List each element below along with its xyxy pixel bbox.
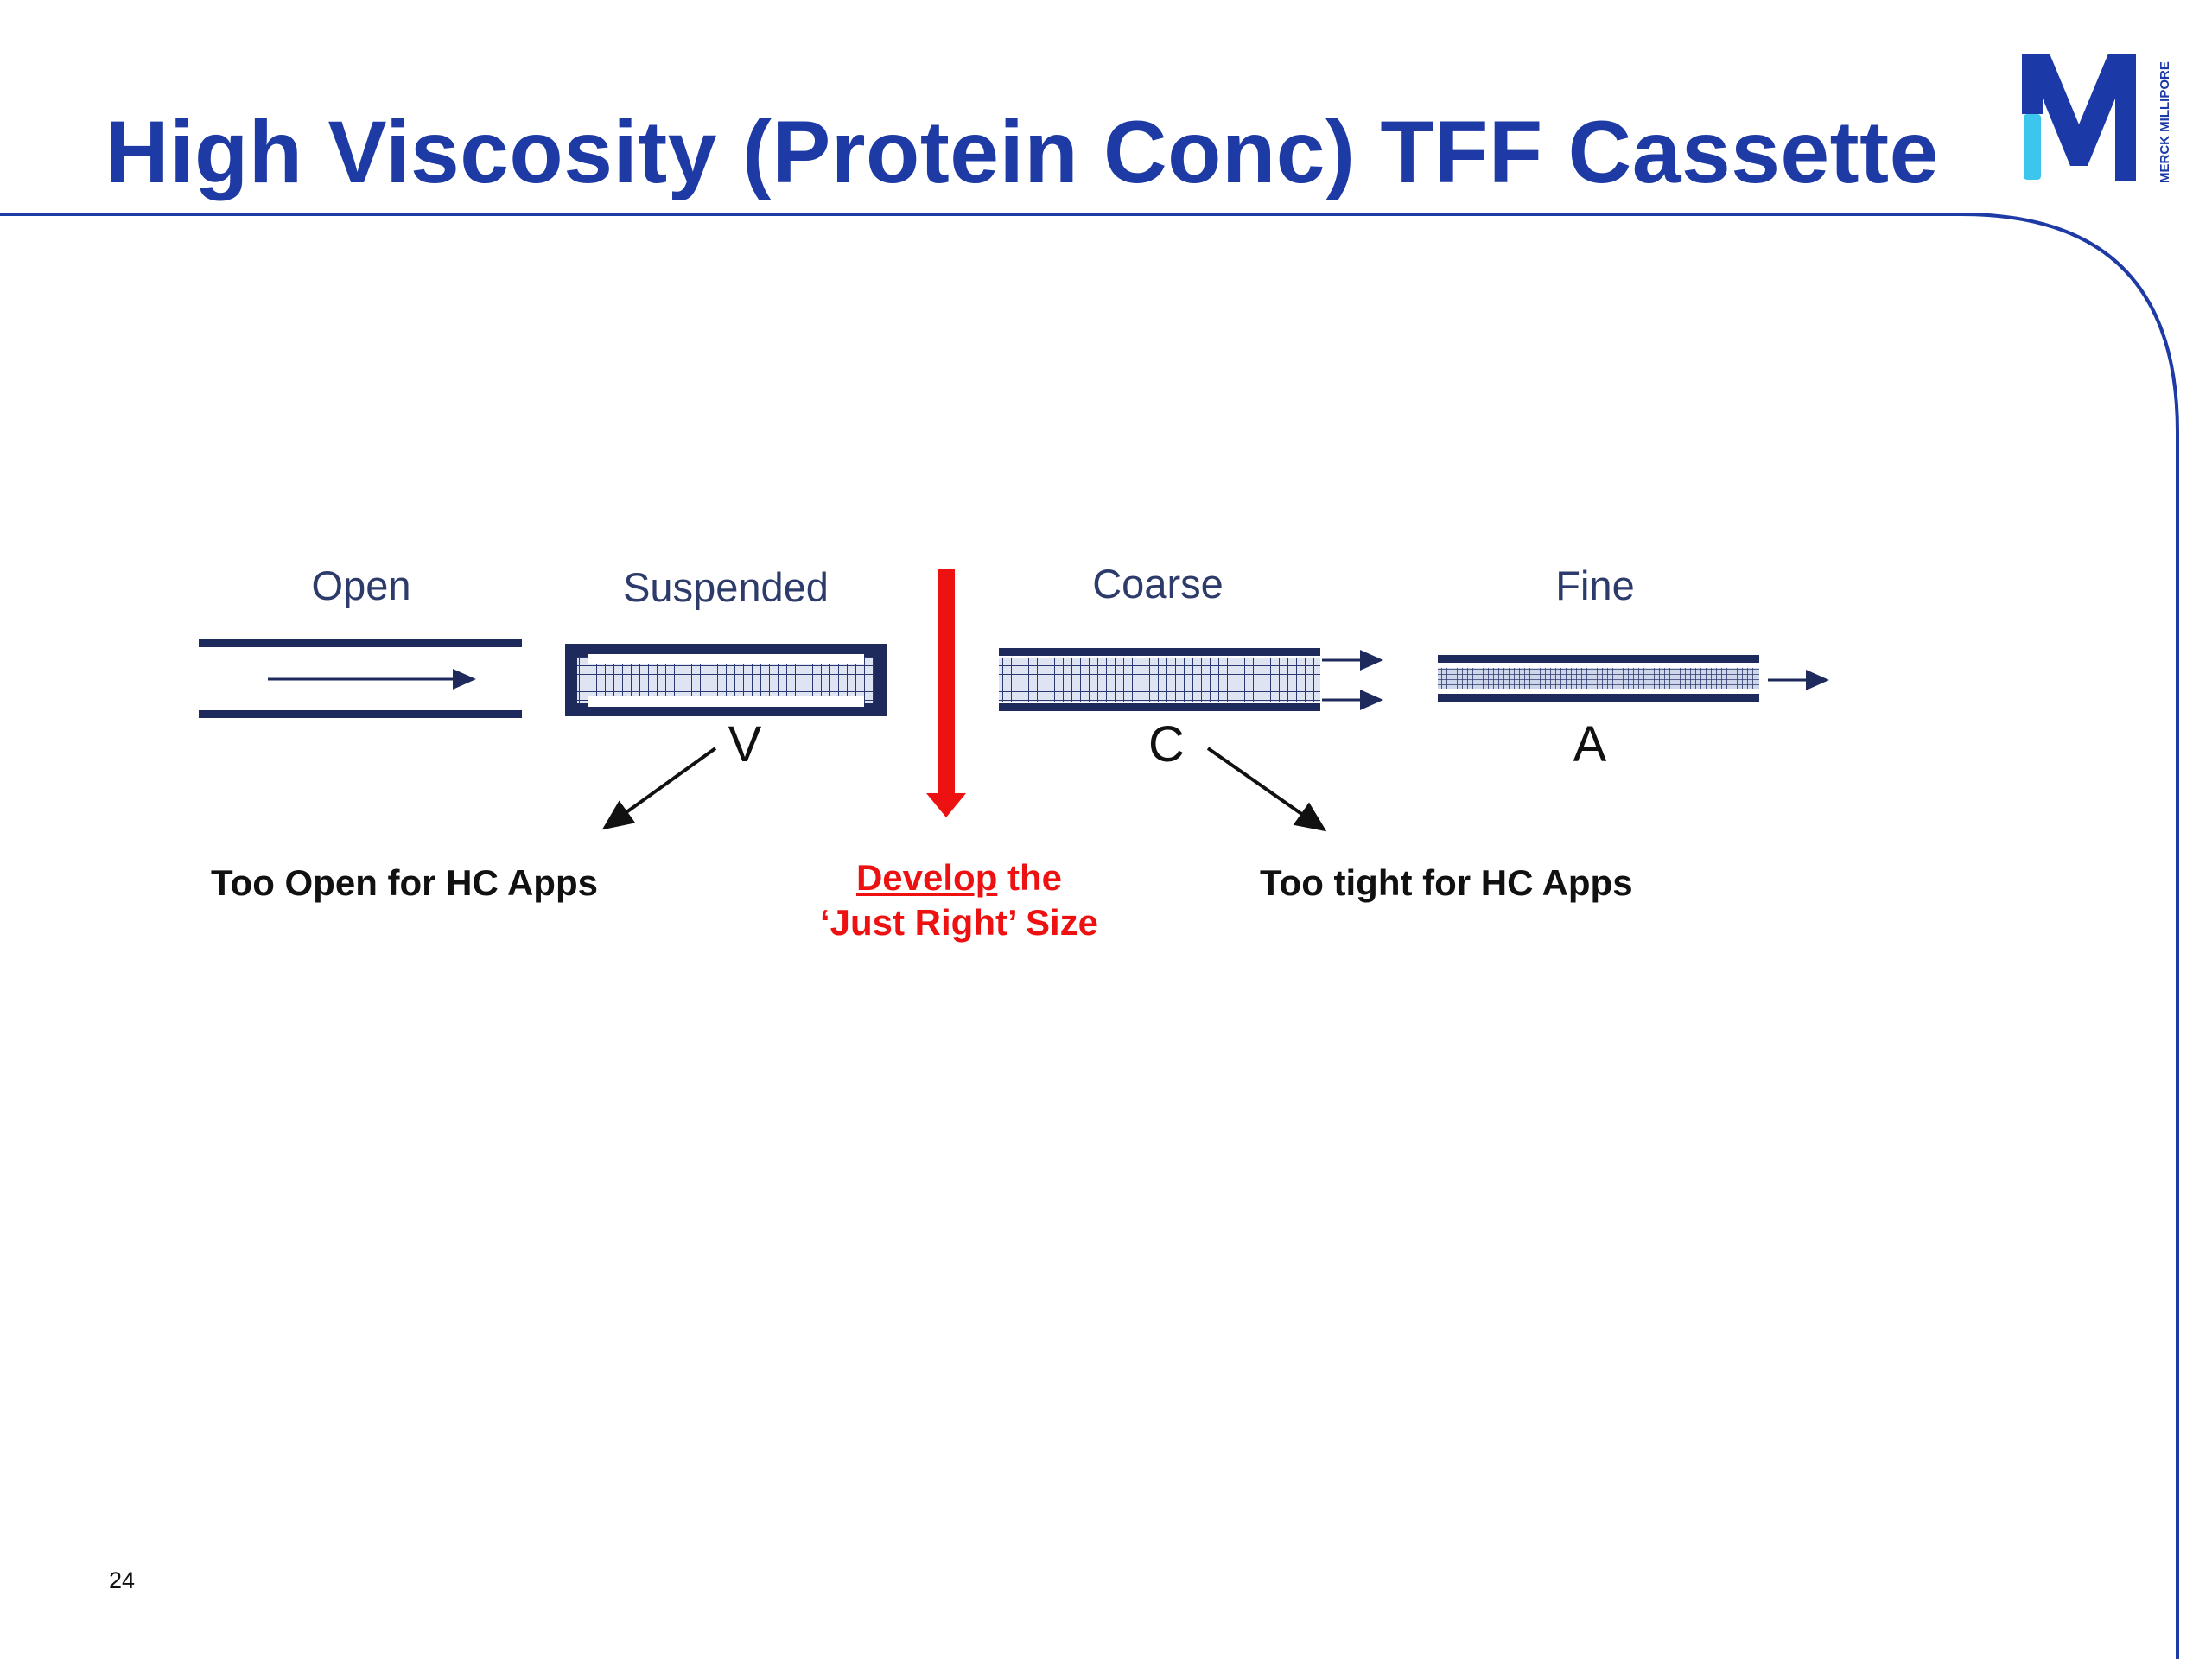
logo-text: MERCK MILLIPORE [2158,61,2172,183]
note-develop-rest: the [997,857,1063,898]
channel-label-open: Open [311,563,411,608]
pointer-arrow-icon [601,747,717,830]
channel-code-v: V [728,716,762,772]
note-develop-word: Develop [855,857,998,898]
pointer-arrow-icon [1206,747,1327,832]
logo-cyan-bar [2024,114,2041,180]
merck-millipore-logo: MERCK MILLIPORE [2022,54,2172,183]
channel-label-coarse: Coarse [1092,561,1224,607]
channel-code-a: A [1573,716,1607,772]
slide-title: High Viscosity (Protein Conc) TFF Casset… [105,103,1939,201]
open-channel [199,639,522,718]
page-number: 24 [109,1567,136,1593]
fine-channel [1438,655,1829,702]
note-develop-line1: Develop the [820,855,1098,900]
note-too-open: Too Open for HC Apps [211,862,598,903]
logo-m-shape [2022,54,2136,181]
channel-label-suspended: Suspended [623,564,829,610]
note-develop-just-right: Develop the ‘Just Right’ Size [820,855,1098,945]
coarse-channel [999,648,1383,711]
suspended-channel [565,644,887,716]
note-too-tight: Too tight for HC Apps [1260,862,1633,903]
note-develop-line2: ‘Just Right’ Size [819,902,1099,943]
red-down-arrow-icon [926,569,966,817]
channel-code-c: C [1148,716,1185,772]
channel-label-fine: Fine [1555,563,1635,608]
